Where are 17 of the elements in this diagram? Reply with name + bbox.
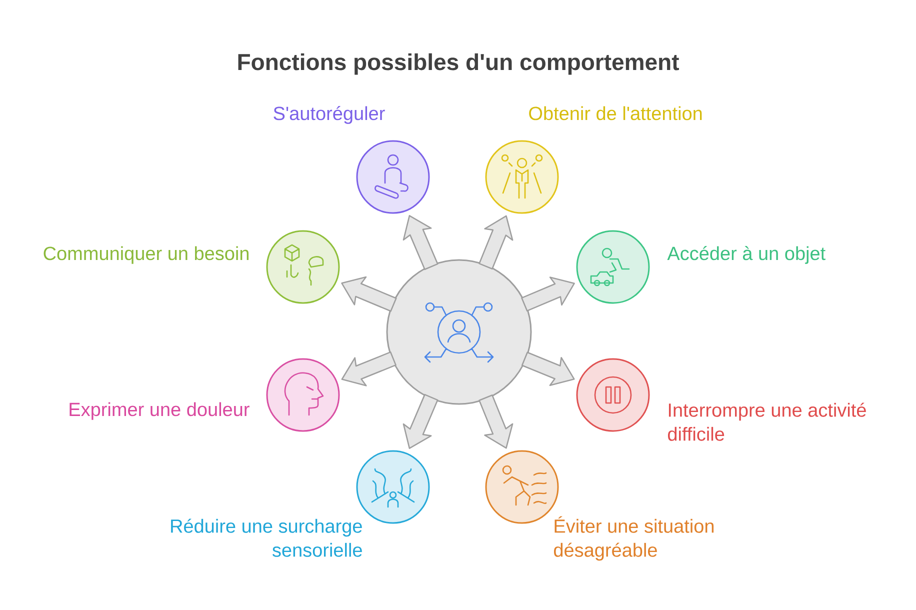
block-arrow <box>341 276 397 312</box>
category-label: Obtenir de l'attention <box>529 106 702 120</box>
block-arrow <box>521 352 575 386</box>
category-label: Exprimer une douleur <box>70 402 250 420</box>
title: Fonctions possibles d'un comportement <box>238 53 679 75</box>
category-label: Éviter une situation désagréable <box>554 516 714 561</box>
block-arrow <box>478 215 514 270</box>
category-label: Accéder à un objet <box>667 246 826 264</box>
block-arrow <box>402 394 438 449</box>
category-label: Communiquer un besoin <box>44 246 249 264</box>
block-arrow <box>402 214 438 270</box>
category-label: Interrompre une activité difficile <box>668 402 866 441</box>
block-arrow <box>521 276 575 312</box>
block-arrow <box>478 394 514 449</box>
category-label: S'autoréguler <box>274 106 385 124</box>
category-label: Réduire une surcharge sensorielle <box>171 518 362 557</box>
block-arrow <box>341 351 396 386</box>
